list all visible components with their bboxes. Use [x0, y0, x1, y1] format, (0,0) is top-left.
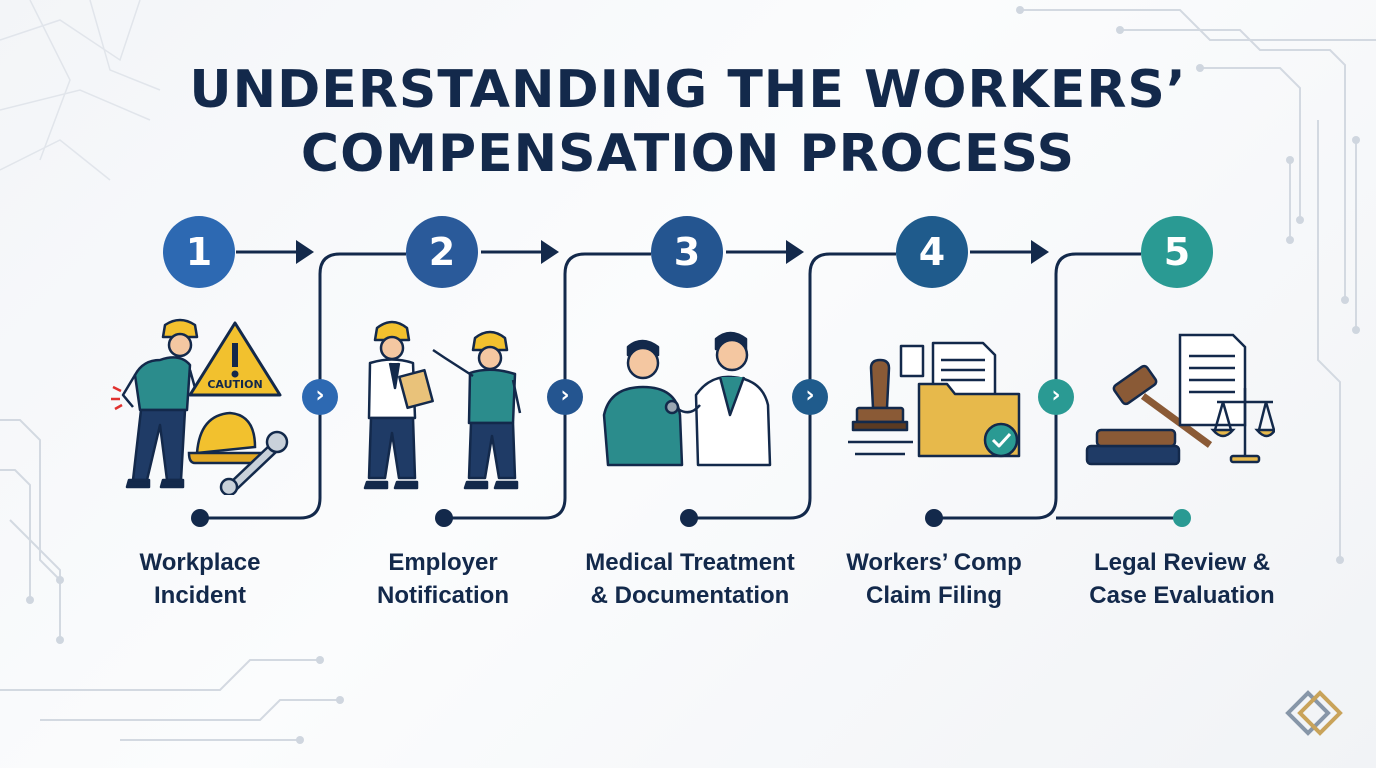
step-1-label: Workplace Incident: [80, 546, 320, 612]
step-2-label-line1: Employer: [388, 549, 498, 576]
page-title: UNDERSTANDING THE WORKERS’ COMPENSATION …: [0, 58, 1376, 186]
step-5-label-line2: Case Evaluation: [1089, 582, 1275, 609]
step-3-illustration: [602, 331, 772, 467]
folder-check-icon: [899, 341, 1021, 458]
title-line-2: COMPENSATION PROCESS: [300, 124, 1076, 184]
chevron-right-icon: ›: [302, 379, 338, 415]
step-4-label-line1: Workers’ Comp: [846, 549, 1022, 576]
scales-of-justice-icon: [1210, 388, 1275, 464]
patient-icon: [602, 339, 684, 467]
step-3-badge: 3: [651, 216, 723, 288]
gavel-icon: [1112, 364, 1213, 448]
supervisor-clipboard-icon: [363, 320, 434, 490]
chevron-right-icon: ›: [1038, 379, 1074, 415]
step-3-label-line2: & Documentation: [590, 582, 790, 609]
chevron-right-icon: ›: [547, 379, 583, 415]
step-4-label: Workers’ Comp Claim Filing: [814, 546, 1054, 612]
step-5-label-line1: Legal Review &: [1093, 549, 1271, 576]
step-1-label-line2: Incident: [153, 582, 246, 609]
step-5-label: Legal Review & Case Evaluation: [1062, 546, 1302, 612]
title-line-1: UNDERSTANDING THE WORKERS’: [189, 60, 1187, 120]
injured-worker-icon: [121, 318, 199, 489]
step-3-label-line1: Medical Treatment: [585, 549, 795, 576]
wrench-icon: [219, 430, 289, 495]
step-4-illustration: [848, 341, 1021, 458]
chevron-right-icon: ›: [792, 379, 828, 415]
caution-sign-icon: CAUTION: [188, 321, 282, 397]
step-1-illustration: CAUTION: [111, 318, 289, 495]
step-4-label-line2: Claim Filing: [865, 582, 1002, 609]
hard-hat-icon: [187, 411, 267, 465]
pointing-worker-icon: [432, 330, 522, 490]
document-stack-icon: [1178, 333, 1247, 427]
step-5-illustration: [1085, 333, 1275, 466]
step-5-badge: 5: [1141, 216, 1213, 288]
step-2-label: Employer Notification: [323, 546, 563, 612]
step-4-badge: 4: [896, 216, 968, 288]
step-1-badge: 1: [163, 216, 235, 288]
brand-logo-icon: [1285, 690, 1343, 736]
step-2-label-line2: Notification: [377, 582, 509, 609]
doctor-stethoscope-icon: [664, 331, 772, 467]
step-3-label: Medical Treatment & Documentation: [564, 546, 816, 612]
step-1-label-line1: Workplace: [139, 549, 261, 576]
rubber-stamp-icon: [848, 358, 913, 456]
law-books-icon: [1085, 428, 1181, 466]
step-2-illustration: [363, 320, 522, 490]
caution-sign-text: CAUTION: [207, 378, 262, 391]
step-2-badge: 2: [406, 216, 478, 288]
